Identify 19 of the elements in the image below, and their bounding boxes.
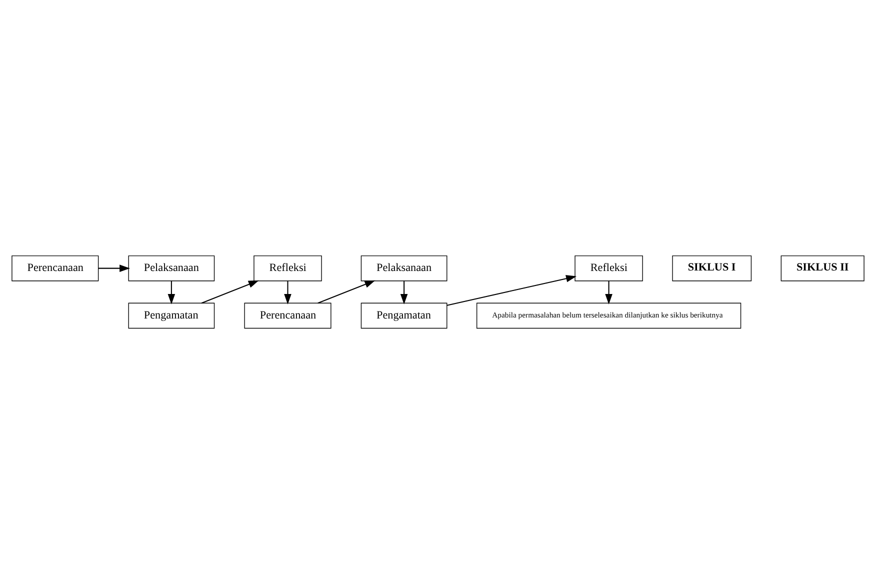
arrow bbox=[284, 281, 292, 304]
arrow bbox=[168, 281, 176, 304]
node-box: SIKLUS II bbox=[780, 255, 864, 282]
node-box: Perencanaan bbox=[12, 255, 99, 282]
arrow bbox=[605, 281, 612, 304]
arrow bbox=[446, 274, 577, 306]
arrow bbox=[201, 280, 259, 304]
node-box: Apabila permasalahan belum terselesaikan dilanjutkan ke siklus berikutnya bbox=[476, 302, 742, 329]
node-box: Pelaksanaan bbox=[360, 255, 448, 282]
node-box: Pengamatan bbox=[128, 302, 215, 329]
node-box: Refleksi bbox=[254, 255, 322, 282]
node-box: Pengamatan bbox=[360, 302, 448, 329]
node-box: Perencanaan bbox=[244, 302, 332, 329]
node-box: SIKLUS I bbox=[672, 255, 752, 282]
arrow bbox=[318, 280, 376, 304]
arrow bbox=[98, 264, 130, 272]
node-box: Pelaksanaan bbox=[128, 255, 215, 282]
node-box: Refleksi bbox=[574, 255, 643, 282]
arrow bbox=[400, 281, 408, 304]
